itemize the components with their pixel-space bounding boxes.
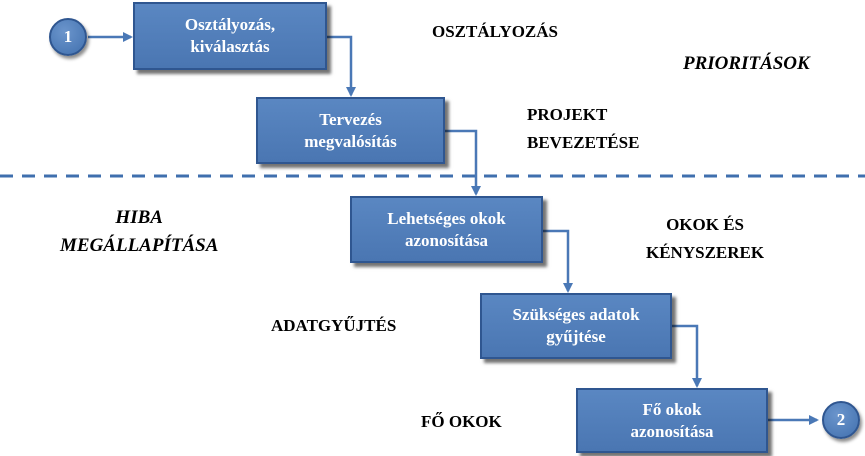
step-2-line-1: Tervezés <box>319 109 382 129</box>
end-node-label: 2 <box>836 410 846 429</box>
step-3-line-2: azonosítása <box>404 230 489 250</box>
step-5-line-2: azonosítása <box>630 421 714 441</box>
end-node: 2 <box>822 401 860 439</box>
start-node-label: 1 <box>63 27 73 46</box>
step-1-line-1: Osztályozás, <box>184 15 276 34</box>
connector-step2-to-step3 <box>445 129 481 196</box>
step-2-line-2: megvalósítás <box>304 131 397 151</box>
step-4-line-2: gyűjtése <box>546 327 606 346</box>
step-possible-causes: Lehetséges okok azonosítása <box>350 196 543 263</box>
step-1-line-2: kiválasztás <box>190 37 270 56</box>
connector-step1-to-step2 <box>327 35 356 97</box>
phase-label-problem-identification: HIBA MEGÁLLAPÍTÁSA <box>60 207 219 256</box>
phase-label-main-causes: FŐ OKOK <box>421 412 502 431</box>
step-5-line-1: Fő okok <box>642 399 702 419</box>
step-4-line-1: Szükséges adatok <box>512 305 640 324</box>
phase-label-data-collection: ADATGYŰJTÉS <box>271 316 397 335</box>
step-main-causes: Fő okok azonosítása <box>576 388 768 453</box>
phase-label-project-launch: PROJEKT BEVEZETÉSE <box>527 105 640 152</box>
start-node: 1 <box>49 18 87 56</box>
step-3-line-1: Lehetséges okok <box>387 208 506 228</box>
phase-label-classification: OSZTÁLYOZÁS <box>432 22 558 41</box>
connector-step3-to-step4 <box>543 229 573 293</box>
step-data-collection: Szükséges adatok gyűjtése <box>480 293 672 359</box>
phase-label-priorities: PRIORITÁSOK <box>683 53 810 74</box>
connector-step4-to-step5 <box>672 324 702 388</box>
phase-label-causes-constraints: OKOK ÉS KÉNYSZEREK <box>646 215 765 262</box>
step-planning-implementation: Tervezés megvalósítás <box>256 97 445 164</box>
step-classification-selection: Osztályozás, kiválasztás <box>133 2 327 70</box>
